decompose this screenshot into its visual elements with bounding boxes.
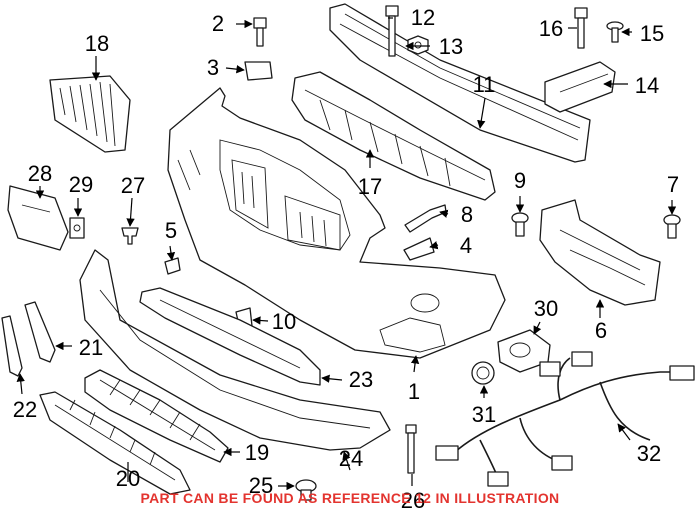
push-pin (121, 227, 139, 245)
callout-1: 1 (408, 379, 420, 404)
lower-spoiler (79, 249, 391, 451)
bolt-16 (574, 7, 588, 49)
side-trim-21 (24, 301, 56, 363)
callout-14: 14 (635, 73, 659, 98)
tow-hook-cover (403, 237, 435, 261)
lower-grille-insert (139, 287, 321, 386)
callout-32: 32 (637, 441, 661, 466)
callout-9: 9 (514, 168, 526, 193)
wiring-harness (435, 351, 695, 487)
energy-absorber (291, 71, 496, 201)
trim-strip (404, 204, 447, 233)
callout-20: 20 (116, 466, 140, 491)
side-trim-22 (1, 315, 23, 377)
callout-25: 25 (249, 473, 273, 498)
bolt (253, 17, 267, 47)
callout-5: 5 (165, 218, 177, 243)
side-bracket (539, 199, 661, 306)
screw-9 (511, 212, 529, 237)
callout-24: 24 (339, 446, 363, 471)
callout-26: 26 (401, 488, 425, 513)
clip (69, 217, 85, 239)
callout-27: 27 (121, 173, 145, 198)
lower-grille (39, 391, 191, 495)
clip-25 (295, 479, 317, 501)
callout-18: 18 (85, 31, 109, 56)
callout-13: 13 (439, 34, 463, 59)
callout-12: 12 (411, 5, 435, 30)
callout-7: 7 (667, 172, 679, 197)
callout-28: 28 (28, 161, 52, 186)
kidney-grille (49, 75, 131, 153)
bumper-cover (167, 87, 506, 359)
small-bracket (164, 257, 181, 275)
mounting-bracket (544, 61, 616, 113)
callout-23: 23 (349, 367, 373, 392)
callout-22: 22 (13, 397, 37, 422)
sensor-ring (471, 361, 495, 385)
callout-30: 30 (534, 296, 558, 321)
callout-16: 16 (539, 16, 563, 41)
callout-3: 3 (207, 55, 219, 80)
callout-21: 21 (79, 335, 103, 360)
callout-10: 10 (272, 309, 296, 334)
clip-nut (244, 61, 273, 81)
license-plate-bracket (7, 185, 69, 251)
nut-13 (407, 35, 429, 55)
screw-15 (606, 21, 624, 43)
stud-26 (405, 424, 417, 474)
callout-4: 4 (460, 233, 472, 258)
callout-15: 15 (640, 21, 664, 46)
reference-note: PART CAN BE FOUND AS REFERENCE 12 IN ILL… (140, 490, 560, 506)
screw-7 (663, 214, 681, 239)
callout-6: 6 (595, 318, 607, 343)
callout-17: 17 (358, 174, 382, 199)
callout-29: 29 (69, 172, 93, 197)
callout-labels: 1 2 3 4 5 6 7 8 9 10 11 12 13 14 15 16 1… (13, 5, 679, 513)
callout-2: 2 (212, 11, 224, 36)
callout-19: 19 (245, 440, 269, 465)
callout-8: 8 (461, 202, 473, 227)
callout-11: 11 (473, 72, 496, 97)
callout-31: 31 (472, 402, 496, 427)
leader-lines (16, 17, 677, 491)
bolt-12 (385, 5, 399, 57)
